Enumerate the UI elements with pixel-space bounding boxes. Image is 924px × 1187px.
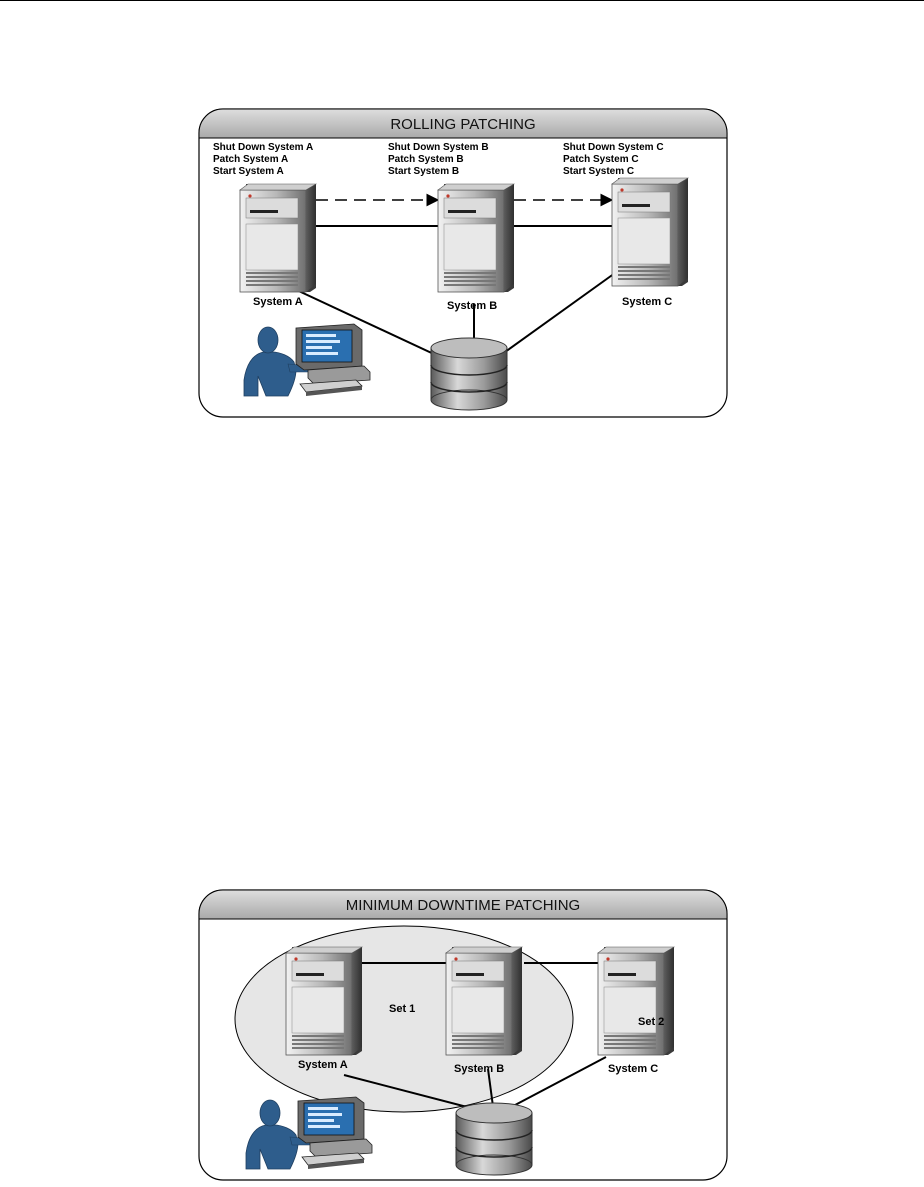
system-b-label: System B — [454, 1063, 504, 1075]
server-icon — [597, 946, 675, 1056]
server-icon — [445, 946, 523, 1056]
title-bar — [198, 108, 728, 139]
step-shutdown-b: Shut Down System B — [388, 142, 489, 153]
server-icon — [239, 183, 317, 293]
diagram-title: MINIMUM DOWNTIME PATCHING — [346, 897, 580, 914]
user-workstation-icon — [243, 323, 371, 397]
set-1-label: Set 1 — [389, 1003, 415, 1015]
step-shutdown-c: Shut Down System C — [563, 142, 664, 153]
system-b-label: System B — [447, 300, 497, 312]
step-patch-b: Patch System B — [388, 154, 464, 165]
page-top-rule — [0, 0, 924, 1]
system-c-label: System C — [622, 296, 672, 308]
step-patch-a: Patch System A — [213, 154, 288, 165]
server-icon — [611, 177, 689, 287]
step-patch-c: Patch System C — [563, 154, 639, 165]
step-start-c: Start System C — [563, 166, 634, 177]
server-icon — [437, 183, 515, 293]
rolling-patching-diagram: ROLLING PATCHING Shut Down System A Patc… — [198, 108, 728, 418]
diagram-title: ROLLING PATCHING — [390, 116, 535, 133]
system-a-label: System A — [253, 296, 303, 308]
system-a-label: System A — [298, 1059, 348, 1071]
title-bar — [198, 889, 728, 920]
step-shutdown-a: Shut Down System A — [213, 142, 313, 153]
step-start-a: Start System A — [213, 166, 284, 177]
step-start-b: Start System B — [388, 166, 459, 177]
minimum-downtime-patching-diagram: MINIMUM DOWNTIME PATCHING Set 1 Set 2 Sy… — [198, 889, 728, 1182]
set-2-label: Set 2 — [638, 1016, 664, 1028]
server-icon — [285, 946, 363, 1056]
user-workstation-icon — [245, 1096, 373, 1170]
system-c-label: System C — [608, 1063, 658, 1075]
database-icon — [430, 337, 508, 411]
database-icon — [455, 1102, 533, 1176]
